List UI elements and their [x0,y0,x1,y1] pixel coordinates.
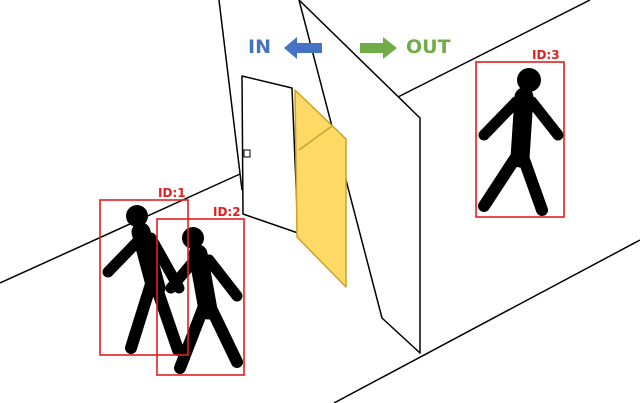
out-arrow-icon [360,37,397,59]
detection-box-3 [475,61,565,218]
partition-wall [298,0,421,354]
in-arrow-icon [284,37,322,59]
detection-box-1 [99,199,189,356]
id-label-3: ID:3 [532,48,560,62]
out-label: OUT [406,36,451,58]
in-label: IN [248,36,271,58]
detection-boxes [99,61,565,376]
door-knob [243,149,251,158]
person-2-icon [165,227,243,374]
people [102,68,564,374]
person-1-icon [102,205,185,356]
right-floor-line [333,239,640,403]
person-3-icon [478,68,564,216]
left-floor-line [0,173,241,284]
id-label-1: ID:1 [158,186,186,200]
detection-box-2 [156,218,245,376]
right-wall-top-line [391,0,591,101]
doorway [294,89,347,288]
id-label-2: ID:2 [213,205,241,219]
left-wall-vertical [218,0,243,191]
